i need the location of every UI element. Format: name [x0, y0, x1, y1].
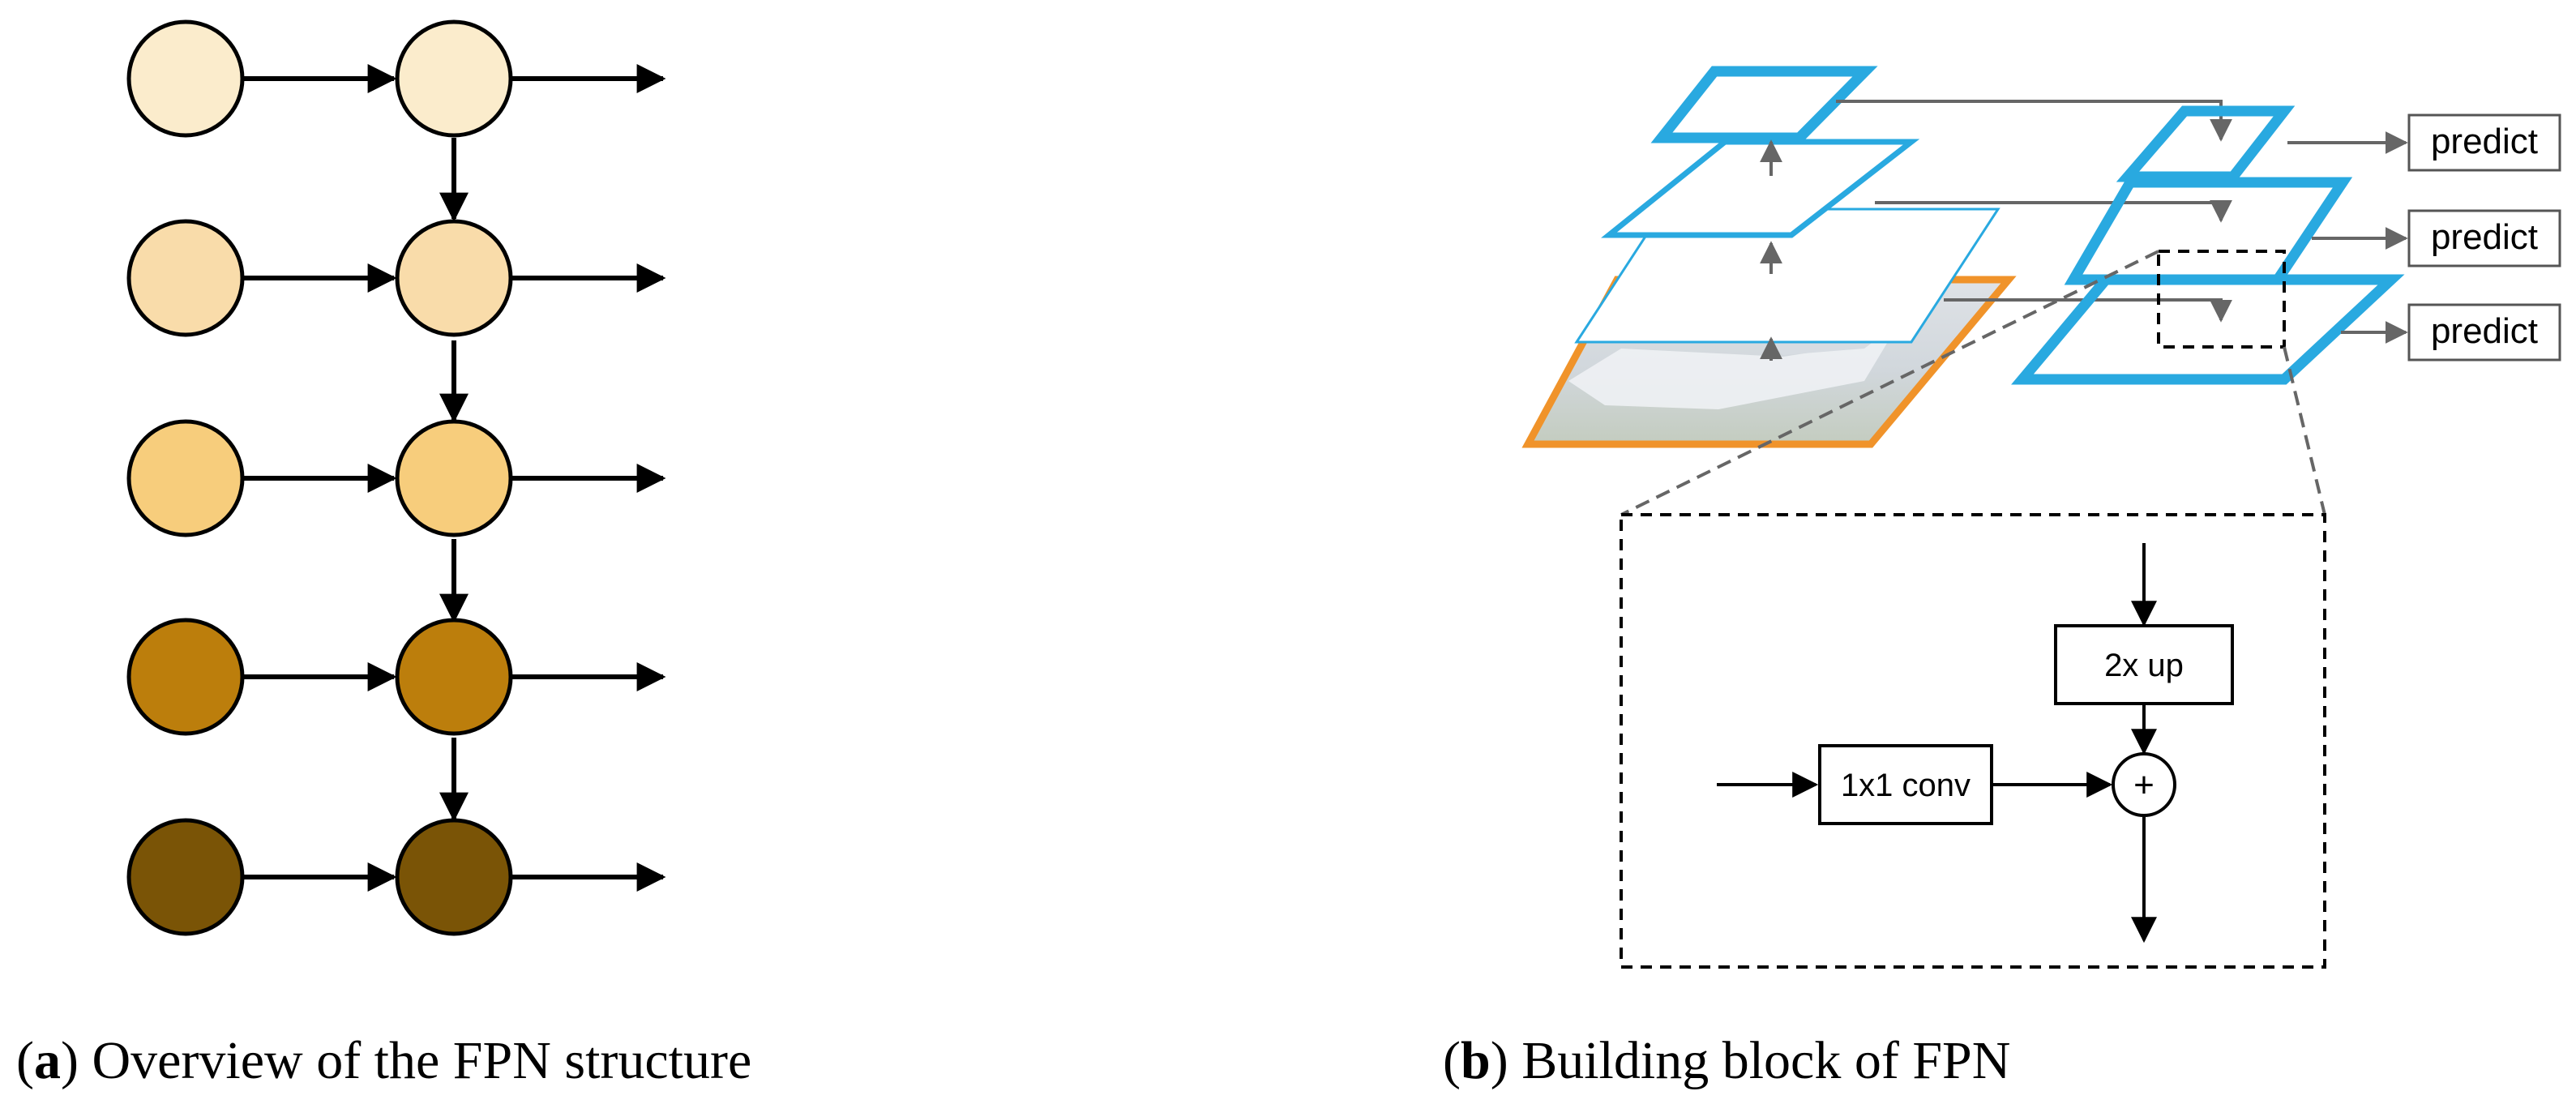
panel-b-building-block: predict predict predict [1443, 66, 2561, 1090]
caption-b-text: Building block of FPN [1521, 1031, 2010, 1090]
predict-box-3: predict [2407, 303, 2561, 362]
caption-b-letter: b [1461, 1031, 1491, 1090]
zoom-highlight [2157, 250, 2286, 349]
sum-node: + [2112, 752, 2176, 817]
panel-a-fpn-overview: (a) Overview of the FPN structure [16, 19, 751, 1090]
predict-connections [2287, 131, 2408, 344]
predict-label-2: predict [2431, 217, 2538, 257]
bottom-up-node-4 [126, 618, 245, 736]
top-down-nodes [395, 19, 513, 936]
top-down-node-4 [395, 618, 513, 736]
building-block-detail: 2x up 1x1 conv + [1620, 513, 2326, 969]
top-down-node-1 [395, 19, 513, 138]
pyramid-lateral-connections [1836, 100, 2232, 323]
plus-icon: + [2133, 765, 2155, 805]
output-arrows [509, 64, 666, 892]
top-down-layer-p5 [2116, 105, 2296, 182]
caption-a: (a) Overview of the FPN structure [16, 1031, 751, 1090]
bottom-up-node-2 [126, 219, 245, 337]
bottom-up-pyramid [1574, 66, 2000, 344]
detail-arrows [1717, 543, 2157, 944]
bottom-up-node-1 [126, 19, 245, 138]
lateral-arrows [242, 64, 397, 892]
caption-a-letter: a [34, 1031, 61, 1090]
detail-border [1620, 513, 2326, 969]
top-down-node-3 [395, 419, 513, 537]
boat-hull-shape [1568, 340, 1889, 409]
top-down-layer-p3 [2011, 274, 2405, 385]
predict-label-3: predict [2431, 311, 2538, 351]
bottom-up-layer-c5 [1650, 66, 1878, 143]
top-down-node-5 [395, 818, 513, 936]
conv-label: 1x1 conv [1841, 768, 1971, 803]
bottom-up-node-5 [126, 818, 245, 936]
caption-a-text: Overview of the FPN structure [92, 1031, 751, 1090]
bottom-up-layer-c3 [1574, 208, 2000, 344]
predict-box-2: predict [2407, 209, 2561, 267]
predict-label-1: predict [2431, 122, 2538, 161]
bottom-up-nodes [126, 19, 245, 936]
top-down-layer-p4 [2064, 177, 2353, 285]
top-down-pyramid [2011, 105, 2405, 385]
bottom-up-node-3 [126, 419, 245, 537]
upsample-label: 2x up [2104, 648, 2184, 683]
upsample-box: 2x up [2054, 624, 2234, 705]
conv-box: 1x1 conv [1818, 744, 1993, 825]
top-down-node-2 [395, 219, 513, 337]
caption-b: (b) Building block of FPN [1443, 1031, 2010, 1090]
bottom-up-layer-c4 [1601, 139, 1920, 238]
predict-box-1: predict [2407, 113, 2561, 172]
zoom-callout-lines [1620, 250, 2326, 516]
